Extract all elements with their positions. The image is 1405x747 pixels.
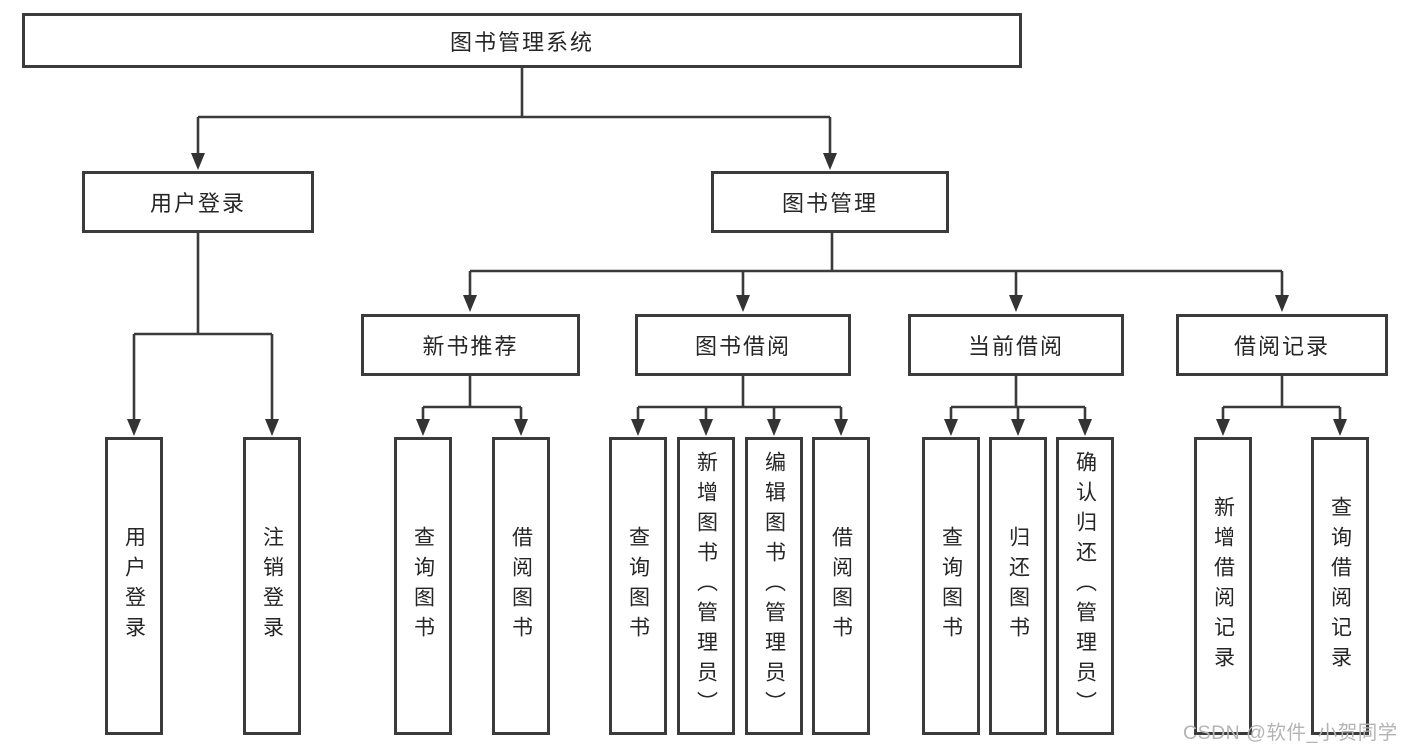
node-new-book-recommend: 新书推荐 [361,314,580,376]
csdn-watermark: CSDN @软件_小贺同学 [1183,722,1398,744]
leaf-borrow-book-recommend-label: 借阅图书 [509,526,533,646]
leaf-borrow-book-recommend: 借阅图书 [492,437,550,735]
leaf-logout: 注销登录 [243,437,301,735]
leaf-confirm-return-admin-label: 确认归还（管理员） [1073,451,1097,721]
node-book-management: 图书管理 [711,171,949,233]
leaf-query-book-borrow: 查询图书 [609,437,667,735]
node-borrow-records: 借阅记录 [1176,314,1388,376]
leaf-query-borrow-record-label: 查询借阅记录 [1328,496,1352,676]
leaf-borrow-book: 借阅图书 [812,437,870,735]
leaf-user-login-label: 用户登录 [122,526,146,646]
leaf-query-book-borrow-label: 查询图书 [626,526,650,646]
leaf-borrow-book-label: 借阅图书 [829,526,853,646]
leaf-add-borrow-record: 新增借阅记录 [1194,437,1252,735]
leaf-confirm-return-admin: 确认归还（管理员） [1056,437,1114,735]
node-user-login: 用户登录 [82,171,314,233]
leaf-query-book-recommend: 查询图书 [394,437,452,735]
leaf-user-login: 用户登录 [105,437,163,735]
node-book-borrow: 图书借阅 [635,314,851,376]
leaf-query-book-recommend-label: 查询图书 [411,526,435,646]
leaf-add-book-admin: 新增图书（管理员） [677,437,735,735]
leaf-query-borrow-record: 查询借阅记录 [1311,437,1369,735]
node-root-library-management-system: 图书管理系统 [22,13,1022,68]
leaf-query-book-current: 查询图书 [922,437,980,735]
leaf-query-book-current-label: 查询图书 [939,526,963,646]
leaf-edit-book-admin-label: 编辑图书（管理员） [762,451,786,721]
leaf-edit-book-admin: 编辑图书（管理员） [745,437,803,735]
leaf-logout-label: 注销登录 [260,526,284,646]
node-current-borrow: 当前借阅 [908,314,1124,376]
leaf-return-book-label: 归还图书 [1006,526,1030,646]
leaf-return-book: 归还图书 [989,437,1047,735]
leaf-add-borrow-record-label: 新增借阅记录 [1211,496,1235,676]
leaf-add-book-admin-label: 新增图书（管理员） [694,451,718,721]
